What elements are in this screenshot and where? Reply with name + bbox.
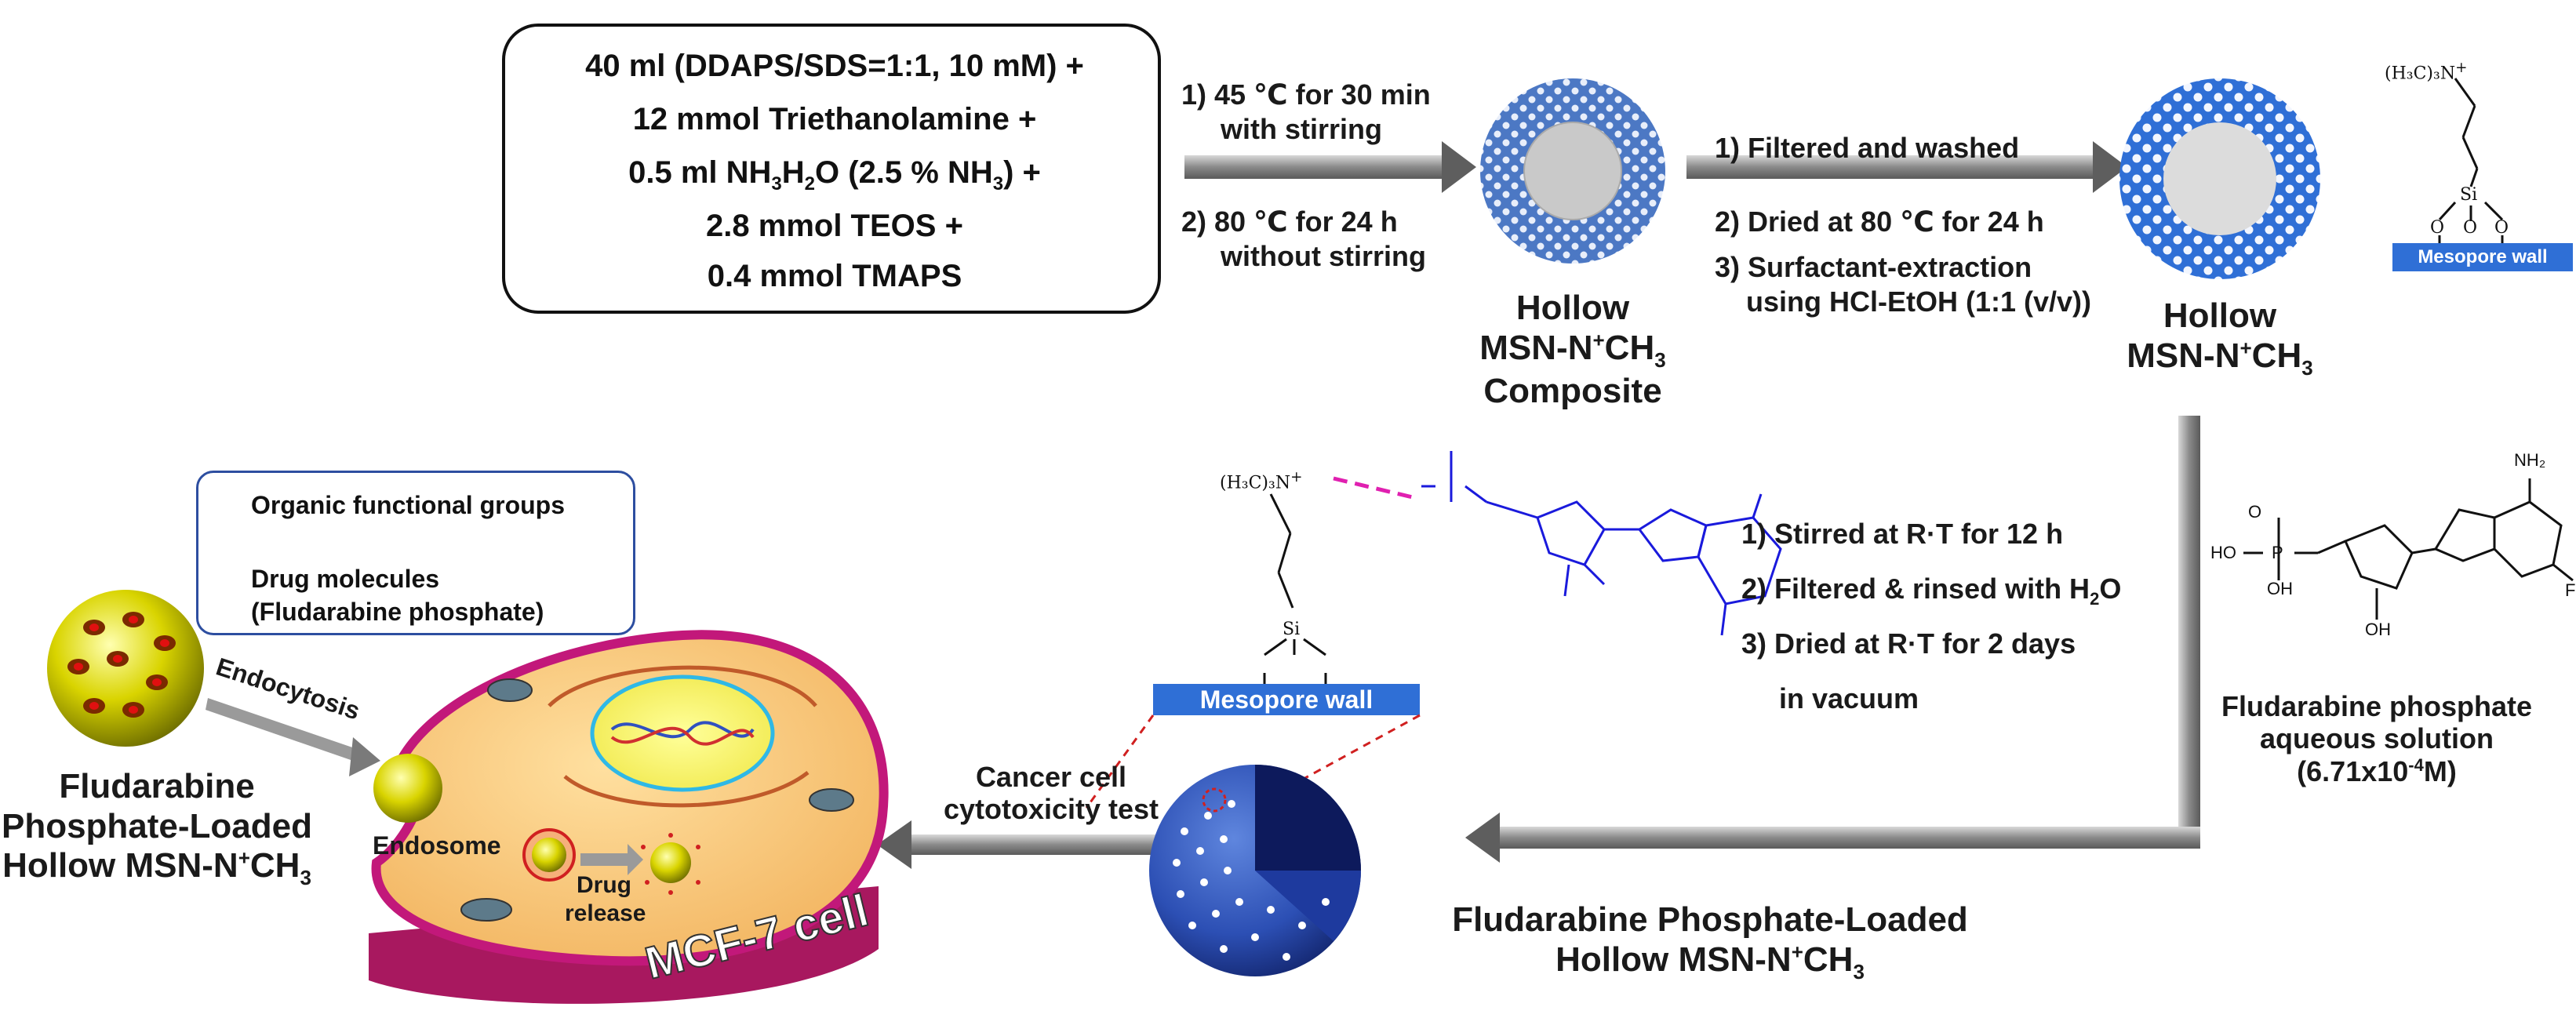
grafted-amine-label: (H₃C)₃N+ [1220, 469, 1303, 493]
arrow-loaded-to-cell [877, 820, 1177, 869]
reagent-line-5: 0.4 mmol TMAPS [707, 259, 962, 293]
step2-cond1: 1) Filtered and washed [1715, 132, 2020, 164]
drug-nh2-label: NH₂ [2514, 450, 2546, 470]
step1-cond1: 1) 45 ℃ for 30 min [1181, 78, 1431, 111]
endocytosis-arrow [206, 698, 380, 776]
mesopore-wall-top [2392, 243, 2573, 271]
legend-box [196, 471, 635, 635]
free-loaded-particle [47, 590, 204, 747]
step1-cond2b: without stirring [1221, 240, 1426, 272]
fludarabine-structure [2243, 478, 2574, 620]
reagent-line-4: 2.8 mmol TEOS + [706, 209, 963, 243]
loaded-particle-label: Fludarabine Phosphate-Loaded Hollow MSN-… [1452, 900, 1968, 983]
arrow-reagents-to-composite [1184, 141, 1476, 193]
composite-label: Hollow MSN-N+CH3 Composite [1479, 289, 1666, 411]
reagent-line-3: 0.5 ml NH3H2O (2.5 % NH3) + [628, 155, 1041, 195]
step1-cond2: 2) 80 ℃ for 24 h [1181, 205, 1398, 238]
drug-p-label: P [2272, 543, 2283, 562]
hollow-label: Hollow MSN-N+CH3 [2127, 296, 2313, 380]
drug-oh-sugar-label: OH [2365, 620, 2391, 639]
cytotoxicity-label: Cancer cell cytotoxicity test [943, 761, 1159, 826]
zoom-line-left [1085, 714, 1155, 809]
drug-release-label-2: release [565, 900, 646, 926]
tmaps-o-label-3: O [2494, 218, 2509, 238]
arrow-composite-to-hollow [1686, 141, 2127, 193]
free-particle-label: Fludarabine Phosphate-Loaded Hollow MSN-… [1, 767, 313, 889]
tmaps-o-label-2: O [2463, 218, 2478, 238]
legend-item-drug-name: (Fludarabine phosphate) [251, 598, 544, 626]
tmaps-o-label-1: O [2430, 218, 2445, 238]
reagents-box: 40 ml (DDAPS/SDS=1:1, 10 mM) + 12 mmol T… [502, 24, 1161, 314]
step2-cond2: 2) Dried at 80 ℃ for 24 h [1715, 205, 2044, 238]
drug-f-label: F [2565, 580, 2576, 600]
mesopore-wall-top-label: Mesopore wall [2418, 246, 2548, 267]
composite-particle [1480, 78, 1665, 264]
step3-cond3b: in vacuum [1779, 682, 1919, 714]
grafted-drug-structure [1263, 451, 1782, 686]
step2-cond3b: using HCl-EtOH (1:1 (v/v)) [1746, 285, 2092, 318]
loaded-particle-sphere [1149, 765, 1361, 976]
mesopore-wall-middle-label: Mesopore wall [1199, 685, 1374, 714]
tmaps-si-label: Si [2460, 185, 2478, 205]
grafted-si-label: Si [1283, 620, 1301, 639]
mesopore-wall-middle [1153, 684, 1420, 715]
drug-o-label: O [2248, 502, 2262, 522]
step3-cond1: 1) Stirred at R·T for 12 h [1741, 518, 2064, 550]
step3-cond2: 2) Filtered & rinsed with H2O [1741, 573, 2122, 609]
legend-item-functional-groups: Organic functional groups [251, 491, 566, 519]
drug-ho-label: HO [2210, 543, 2236, 562]
reagent-line-2: 12 mmol Triethanolamine + [632, 102, 1037, 136]
step3-cond3: 3) Dried at R·T for 2 days [1741, 627, 2076, 660]
zoom-line-right [1286, 714, 1421, 790]
reagent-line-1: 40 ml (DDAPS/SDS=1:1, 10 mM) + [585, 49, 1084, 83]
drug-release-label-1: Drug [577, 872, 631, 898]
tmaps-amine-label: (H₃C)₃N+ [2385, 60, 2468, 84]
step1-cond1b: with stirring [1221, 113, 1382, 145]
hollow-particle [2119, 78, 2320, 279]
legend-item-drug: Drug molecules [251, 565, 440, 593]
drug-oh-label: OH [2267, 579, 2293, 598]
arrow-hollow-to-loaded [1465, 416, 2200, 863]
step2-cond3: 3) Surfactant-extraction [1715, 251, 2032, 283]
mcf7-cell [369, 630, 889, 1004]
tmaps-structure [2438, 78, 2504, 245]
endosome-label: Endosome [373, 831, 501, 860]
drug-solution-label: Fludarabine phosphate aqueous solution (… [2221, 690, 2533, 787]
